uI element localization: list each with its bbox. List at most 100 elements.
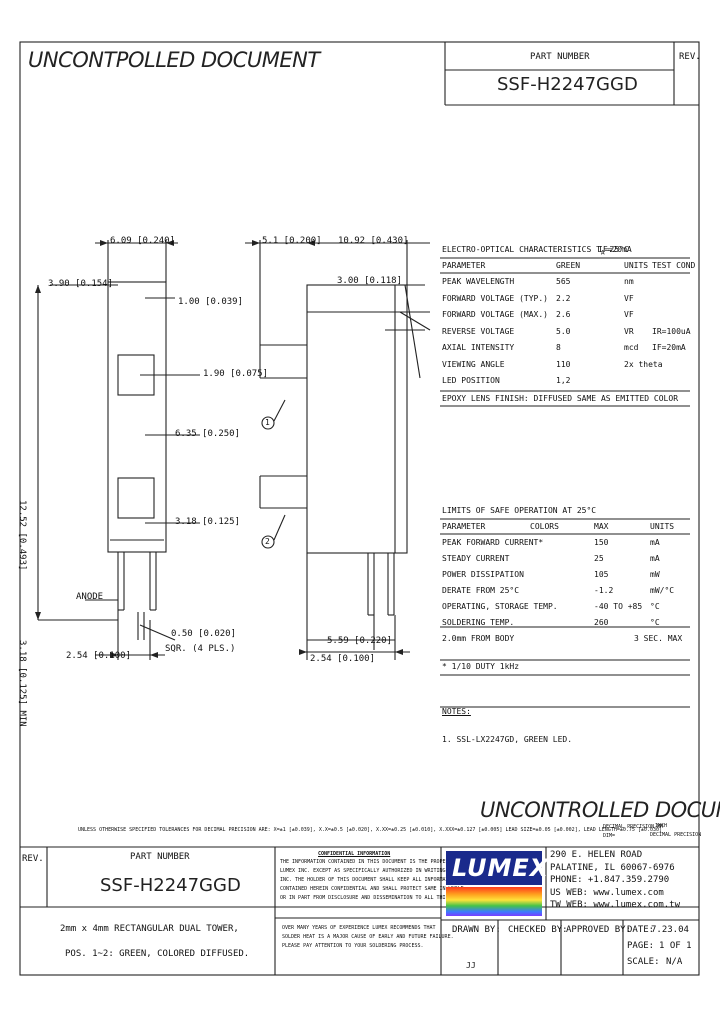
warning-line: OVER MANY YEARS OF EXPERIENCE LUMEX RECO… bbox=[282, 925, 436, 931]
tolerance-mm-label: DECIMAL PRECISION MM bbox=[603, 824, 664, 830]
eo-cell: 2.2 bbox=[556, 293, 571, 303]
dim-led-pitch: 6.35 [0.250] bbox=[175, 429, 241, 439]
limits-header-cell: COLORS bbox=[530, 522, 559, 531]
limits-cell: mW/°C bbox=[650, 586, 675, 595]
part-number-value: SSF-H2247GGD bbox=[497, 74, 638, 95]
date-label: DATE: bbox=[627, 925, 655, 935]
dim-width: 6.09 [0.240] bbox=[110, 236, 176, 246]
limits-header-cell: PARAMETER bbox=[442, 522, 486, 531]
dim-total-height: 12.52 [0.493] bbox=[17, 500, 27, 571]
dim-lead-pitch: 2.54 [0.100] bbox=[66, 651, 132, 661]
limits-cell: °C bbox=[650, 618, 660, 627]
limits-cell: -40 TO +85 bbox=[594, 602, 643, 611]
drawn-by-value: JJ bbox=[466, 961, 476, 970]
drawn-by-label: DRAWN BY: bbox=[452, 925, 501, 935]
page-label: PAGE: bbox=[627, 941, 655, 951]
limits-cell: mA bbox=[650, 538, 660, 547]
limits-cell: POWER DISSIPATION bbox=[442, 570, 524, 579]
eo-cell: FORWARD VOLTAGE (TYP.) bbox=[442, 293, 548, 303]
dim-inner: 1.00 [0.039] bbox=[178, 297, 244, 307]
limits-cell: 2.0mm FROM BODY bbox=[442, 634, 515, 643]
limits-cell: SOLDERING TEMP. bbox=[442, 618, 515, 627]
callout-1: 1 bbox=[265, 418, 270, 427]
eo-cell: 2x theta bbox=[624, 359, 663, 369]
notes-title: NOTES: bbox=[442, 707, 471, 716]
limits-title: LIMITS OF SAFE OPERATION AT 25°C bbox=[442, 506, 597, 515]
eo-condition: IF=20mA bbox=[598, 245, 632, 254]
limits-cell: 105 bbox=[594, 570, 609, 579]
eo-cell: VF bbox=[624, 293, 634, 303]
limits-cell: DERATE FROM 25°C bbox=[442, 586, 520, 595]
eo-cell: 2.6 bbox=[556, 310, 571, 319]
dim-side-gap: 5.1 [0.200] bbox=[262, 236, 322, 246]
note-item: 1. SSL-LX2247GD, GREEN LED. bbox=[442, 735, 573, 744]
eo-cell: IR=100uA bbox=[652, 326, 691, 336]
watermark-top: UNCONTPOLLED DOCUMENT bbox=[28, 48, 320, 72]
address-line: US WEB: www.lumex.com bbox=[550, 887, 664, 898]
limits-cell: mW bbox=[650, 570, 660, 579]
scale-value: N/A bbox=[666, 957, 683, 967]
eo-cell: mcd bbox=[624, 343, 639, 352]
anode-label: ANODE bbox=[76, 592, 104, 602]
eo-cell: LED POSITION bbox=[442, 376, 500, 385]
eo-header-cell: UNITS bbox=[624, 261, 649, 270]
eo-cell: VF bbox=[624, 310, 634, 319]
eo-cell: PEAK WAVELENGTH bbox=[442, 277, 515, 286]
page-value: 1 OF 1 bbox=[659, 941, 692, 951]
tolerance-text: UNLESS OTHERWISE SPECIFIED TOLERANCES FO… bbox=[78, 827, 662, 833]
limits-cell: 3 SEC. MAX bbox=[634, 634, 683, 643]
limits-cell: 150 bbox=[594, 538, 609, 547]
eo-cell: nm bbox=[624, 277, 634, 286]
eo-cell: 5.0 bbox=[556, 326, 571, 336]
tb-confidential-title: CONFIDENTIAL INFORMATION bbox=[318, 851, 391, 857]
warning-line: SOLDER HEAT IS A MAJOR CAUSE OF EARLY AN… bbox=[282, 934, 454, 940]
tolerance-dec-label: DECIMAL PRECISION bbox=[650, 832, 702, 838]
dim-side-lead-span: 5.59 [0.220] bbox=[327, 636, 393, 646]
eo-cell: IF=20mA bbox=[652, 343, 686, 352]
limits-footnote: * 1/10 DUTY 1kHz bbox=[442, 662, 520, 671]
date-value: 7.23.04 bbox=[651, 925, 689, 935]
address-line: TW WEB: www.lumex.com.tw bbox=[550, 900, 681, 910]
confidential-line: INC. THE HOLDER OF THIS DOCUMENT SHALL K… bbox=[280, 877, 458, 883]
eo-cell: REVERSE VOLTAGE bbox=[442, 326, 515, 336]
confidential-line: THE INFORMATION CONTAINED IN THIS DOCUME… bbox=[280, 859, 464, 865]
scale-label: SCALE: bbox=[627, 957, 660, 967]
warning-line: PLEASE PAY ATTENTION TO YOUR SOLDERING P… bbox=[282, 943, 424, 949]
rev-label: REV. bbox=[679, 52, 701, 62]
limits-header-cell: MAX bbox=[594, 522, 609, 531]
eo-footer: EPOXY LENS FINISH: DIFFUSED SAME AS EMIT… bbox=[442, 394, 679, 403]
tb-rev-label: REV. bbox=[22, 854, 44, 864]
dim-side-lead-pitch: 2.54 [0.100] bbox=[310, 654, 376, 664]
limits-cell: °C bbox=[650, 602, 660, 611]
eo-header-cell: PARAMETER bbox=[442, 261, 486, 270]
dim-led-height: 1.90 [0.075] bbox=[203, 369, 269, 379]
limits-cell: -1.2 bbox=[594, 586, 614, 595]
eo-cell: 1,2 bbox=[556, 376, 571, 385]
tolerance-inch-label: INCH bbox=[655, 823, 668, 829]
limits-cell: 25 bbox=[594, 554, 604, 563]
address-line: PALATINE, IL 60067-6976 bbox=[550, 862, 675, 873]
dim-bottom-offset: 3.18 [0.125] bbox=[175, 517, 241, 527]
dim-side-length: 10.92 [0.430] bbox=[338, 236, 409, 246]
eo-cell: 110 bbox=[556, 359, 571, 369]
confidential-line: CONTAINED HEREIN CONFIDENTIAL AND SHALL … bbox=[280, 886, 464, 892]
part-number-label: PART NUMBER bbox=[530, 52, 590, 62]
limits-cell: PEAK FORWARD CURRENT* bbox=[442, 538, 544, 547]
confidential-line: OR IN PART FROM DISCLOSURE AND DISSEMINA… bbox=[280, 895, 479, 901]
limits-cell: STEADY CURRENT bbox=[442, 554, 510, 563]
checked-by-label: CHECKED BY: bbox=[508, 925, 568, 935]
confidential-line: LUMEX INC. EXCEPT AS SPECIFICALLY AUTHOR… bbox=[280, 868, 473, 874]
tb-description-2: POS. 1~2: GREEN, COLORED DIFFUSED. bbox=[65, 949, 250, 959]
tb-description-1: 2mm x 4mm RECTANGULAR DUAL TOWER, bbox=[60, 924, 239, 934]
eo-cell: AXIAL INTENSITY bbox=[442, 343, 515, 352]
dim-offset: 3.90 [0.154] bbox=[48, 279, 114, 289]
dim-lead-square: SQR. (4 PLS.) bbox=[165, 644, 236, 654]
tolerance-dim-unit: DIM= bbox=[603, 833, 616, 839]
limits-cell: 260 bbox=[594, 618, 609, 627]
tb-part-number: SSF-H2247GGD bbox=[100, 875, 241, 896]
dim-top-offset: 3.00 [0.118] bbox=[337, 276, 403, 286]
logo-text: LUMEX bbox=[452, 854, 550, 882]
limits-header-cell: UNITS bbox=[650, 522, 675, 531]
